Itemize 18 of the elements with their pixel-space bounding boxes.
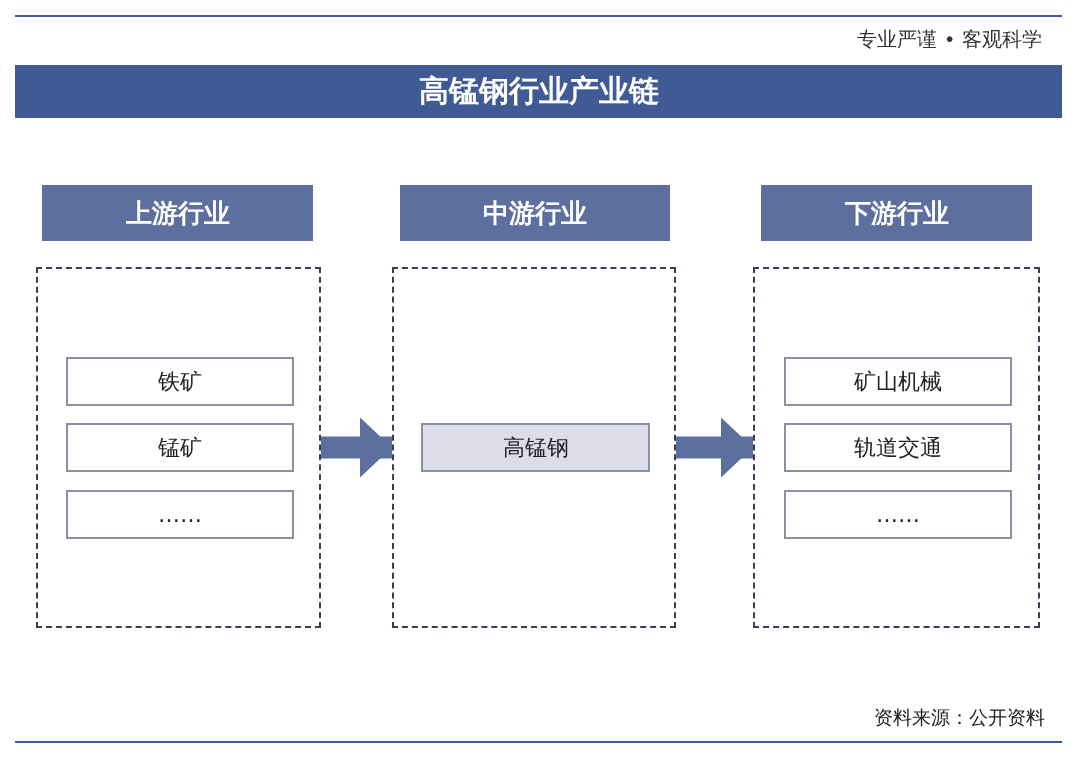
slogan: 专业严谨 • 客观科学 <box>857 26 1042 53</box>
block-arrow <box>321 417 392 478</box>
title-banner: 高锰钢行业产业链 <box>15 65 1062 118</box>
dashed-box <box>392 267 676 628</box>
item-box: …… <box>66 490 294 539</box>
item-box: …… <box>784 490 1012 539</box>
item-box: 轨道交通 <box>784 423 1012 472</box>
column-header: 中游行业 <box>400 185 670 241</box>
block-arrow <box>676 417 753 478</box>
product-box: 高锰钢 <box>421 423 650 472</box>
item-box: 锰矿 <box>66 423 294 472</box>
item-box: 矿山机械 <box>784 357 1012 406</box>
source-note: 资料来源：公开资料 <box>874 705 1045 730</box>
column-header: 上游行业 <box>42 185 313 241</box>
item-box: 铁矿 <box>66 357 294 406</box>
dashed-box <box>36 267 321 628</box>
dashed-box <box>753 267 1040 628</box>
column-header: 下游行业 <box>761 185 1032 241</box>
